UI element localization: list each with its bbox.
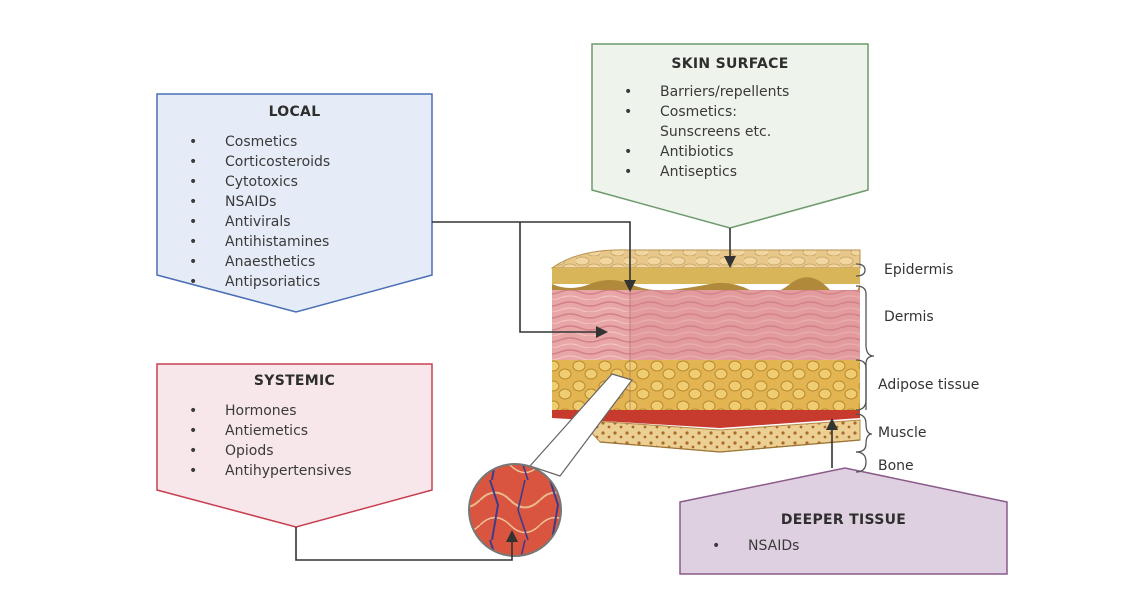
list-item: Antipsoriatics	[177, 272, 432, 292]
systemic-list: Hormones Antiemetics Opiods Antihyperten…	[157, 401, 432, 481]
skin-surface-title: SKIN SURFACE	[592, 56, 868, 72]
layer-label-epidermis: Epidermis	[884, 262, 953, 278]
deeper-tissue-box-content: DEEPER TISSUE NSAIDs	[680, 512, 1007, 556]
layer-label-muscle: Muscle	[878, 425, 926, 441]
systemic-box-content: SYSTEMIC Hormones Antiemetics Opiods Ant…	[157, 373, 432, 481]
layer-label-bone: Bone	[878, 458, 914, 474]
list-item: Antivirals	[177, 212, 432, 232]
systemic-title: SYSTEMIC	[157, 373, 432, 389]
list-item: Anaesthetics	[177, 252, 432, 272]
list-item-continuation: Sunscreens etc.	[612, 122, 868, 142]
list-item: Antiemetics	[177, 421, 432, 441]
list-item: Antibiotics	[612, 142, 868, 162]
deeper-tissue-title: DEEPER TISSUE	[680, 512, 1007, 528]
skin-surface-list: Barriers/repellents Cosmetics: Sunscreen…	[592, 82, 868, 182]
list-item: Antihistamines	[177, 232, 432, 252]
layer-label-dermis: Dermis	[884, 309, 934, 325]
list-item: Antiseptics	[612, 162, 868, 182]
list-item: Cosmetics:	[612, 102, 868, 122]
list-item: Barriers/repellents	[612, 82, 868, 102]
deeper-tissue-list: NSAIDs	[680, 536, 1007, 556]
skin-surface-box-content: SKIN SURFACE Barriers/repellents Cosmeti…	[592, 56, 868, 182]
list-item: NSAIDs	[177, 192, 432, 212]
list-item: NSAIDs	[700, 536, 1007, 556]
list-item: Corticosteroids	[177, 152, 432, 172]
local-list: Cosmetics Corticosteroids Cytotoxics NSA…	[157, 132, 432, 292]
list-item: Cytotoxics	[177, 172, 432, 192]
magnified-blood-vessels	[469, 464, 561, 556]
layer-label-adipose: Adipose tissue	[878, 377, 979, 393]
list-item: Antihypertensives	[177, 461, 432, 481]
list-item: Hormones	[177, 401, 432, 421]
list-item: Opiods	[177, 441, 432, 461]
list-item: Cosmetics	[177, 132, 432, 152]
local-box-content: LOCAL Cosmetics Corticosteroids Cytotoxi…	[157, 104, 432, 292]
local-title: LOCAL	[157, 104, 432, 120]
